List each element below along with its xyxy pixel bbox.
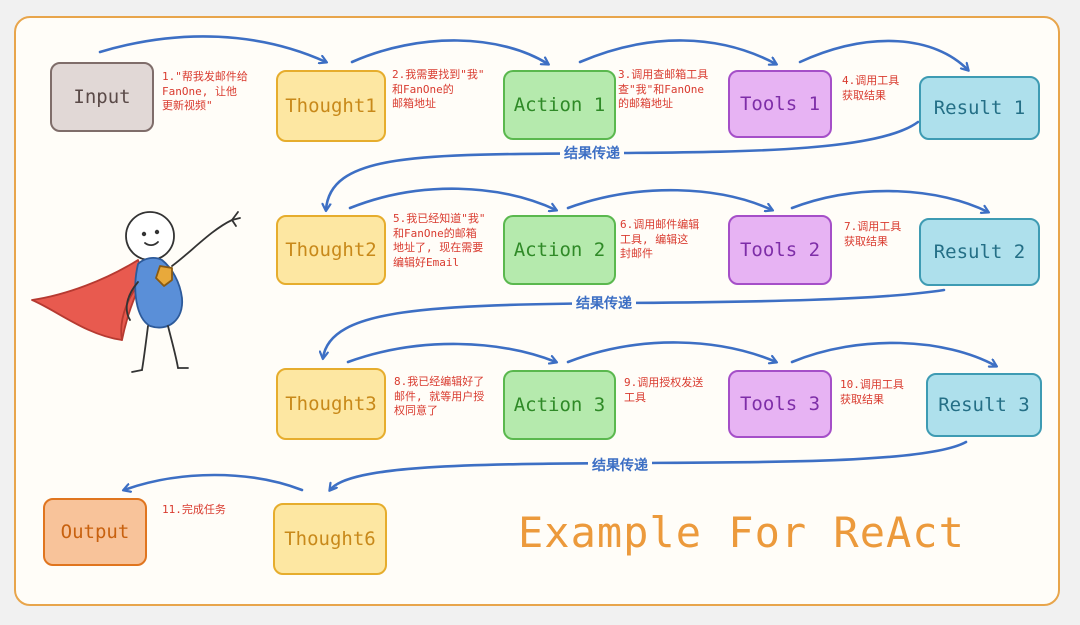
step-note-3: 3.调用查邮箱工具 查"我"和FanOne 的邮箱地址 (618, 68, 709, 110)
arrow-input-thought1 (98, 35, 326, 62)
input-node: Input (50, 62, 154, 132)
step-note-6: 6.调用邮件编辑 工具, 编辑这 封邮件 (620, 218, 700, 260)
arrow-thought2-action2 (348, 187, 556, 210)
thought3-node: Thought3 (276, 368, 386, 440)
tools3-node: Tools 3 (728, 370, 832, 438)
arrow-tools3-result3 (790, 341, 996, 366)
arrow-thought3-action3 (346, 342, 556, 362)
step-note-4: 4.调用工具 获取结果 (842, 74, 900, 102)
arrow-action3-tools3 (566, 341, 776, 362)
step-note-8: 8.我已经编辑好了 邮件, 就等用户授 权同意了 (394, 375, 485, 417)
step-note-7: 7.调用工具 获取结果 (844, 220, 902, 248)
thought2-node: Thought2 (276, 215, 386, 285)
action2-node: Action 2 (503, 215, 616, 285)
arrow-action2-tools2 (566, 188, 772, 210)
step-note-11: 11.完成任务 (162, 503, 226, 516)
result-pass-label-1: 结果传递 (560, 143, 624, 163)
step-note-2: 2.我需要找到"我" 和FanOne的 邮箱地址 (392, 68, 485, 110)
step-note-5: 5.我已经知道"我" 和FanOne的邮箱 地址了, 现在需要 编辑好Email (393, 212, 486, 269)
result-pass-label-2: 结果传递 (572, 293, 636, 313)
step-note-9: 9.调用授权发送 工具 (624, 376, 704, 404)
superhero-illustration (31, 211, 241, 373)
result1-node: Result 1 (919, 76, 1040, 140)
arrow-tools2-result2 (790, 189, 988, 212)
arrow-action1-tools1 (578, 39, 776, 64)
result2-node: Result 2 (919, 218, 1040, 286)
step-note-10: 10.调用工具 获取结果 (840, 378, 904, 406)
tools1-node: Tools 1 (728, 70, 832, 138)
result3-node: Result 3 (926, 373, 1042, 437)
step-note-1: 1."帮我发邮件给 FanOne, 让他 更新视频" (162, 70, 248, 112)
output-node: Output (43, 498, 147, 566)
result-pass-label-3: 结果传递 (588, 455, 652, 475)
arrow-tools1-result1 (798, 39, 968, 70)
action1-node: Action 1 (503, 70, 616, 140)
tools2-node: Tools 2 (728, 215, 832, 285)
arrow-thought6-output (124, 473, 304, 490)
thought6-node: Thought6 (273, 503, 387, 575)
arrow-thought1-action1 (350, 39, 548, 64)
thought1-node: Thought1 (276, 70, 386, 142)
diagram-title: Example For ReAct (518, 508, 965, 557)
action3-node: Action 3 (503, 370, 616, 440)
